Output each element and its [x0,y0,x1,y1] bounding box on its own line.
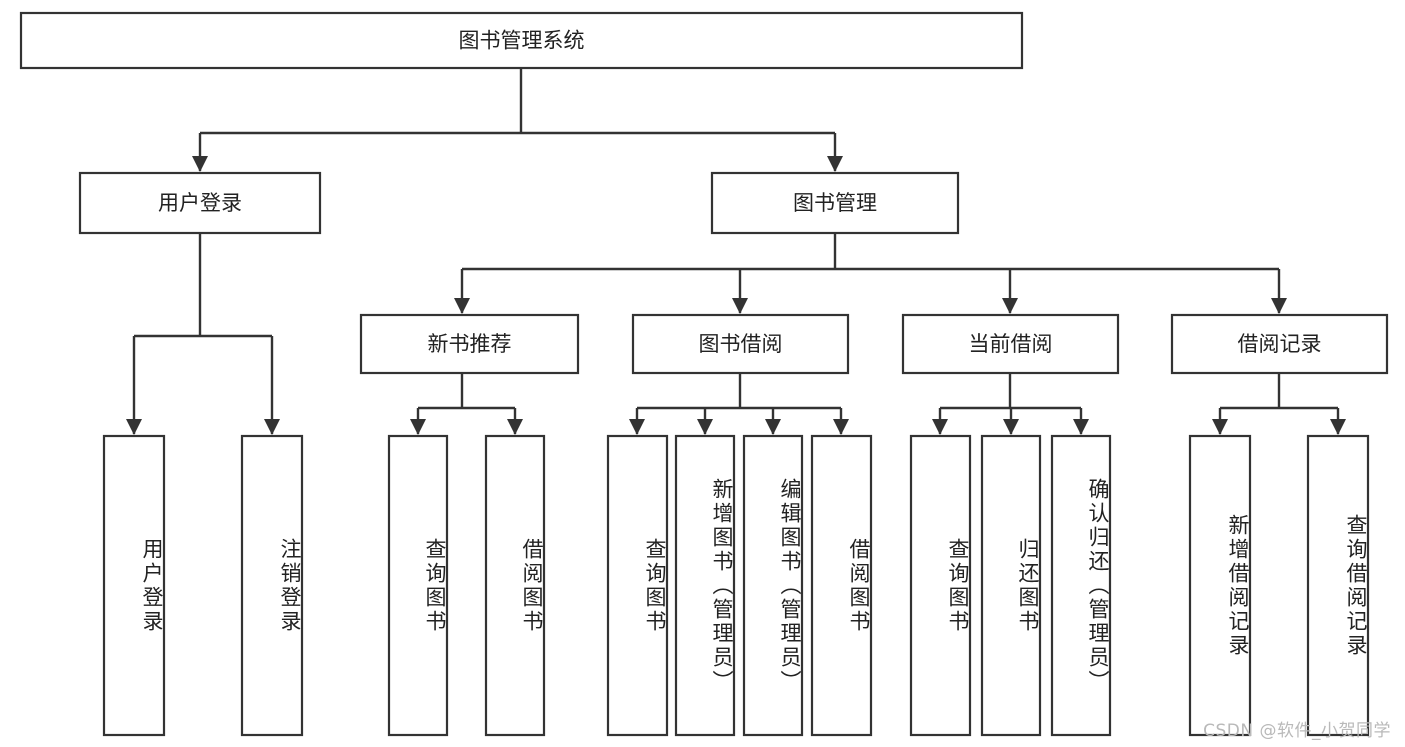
arrow-head-record_to_leaves-0 [1212,419,1228,435]
node-leaf-box-3[interactable] [484,434,546,737]
node-level2-label-1: 图书借阅 [699,332,783,356]
node-leaf-box-5[interactable] [674,434,736,737]
node-leaf-box-8[interactable] [909,434,972,737]
connector-layer [126,68,1346,435]
arrow-head-books_to_level2-2 [1002,298,1018,314]
arrow-head-login_to_leaves-0 [126,419,142,435]
node-leaf-box-2[interactable] [387,434,449,737]
arrow-head-login_to_leaves-1 [264,419,280,435]
watermark-text: CSDN @软件_小贺同学 [1203,721,1391,741]
arrow-head-current_to_leaves-0 [932,419,948,435]
node-level2-label-0: 新书推荐 [428,332,512,356]
arrow-head-newbook_to_leaves-1 [507,419,523,435]
node-level2-box-2[interactable] [901,313,1120,375]
arrow-head-current_to_leaves-1 [1003,419,1019,435]
arrow-head-newbook_to_leaves-0 [410,419,426,435]
node-leaf-box-6[interactable] [742,434,804,737]
arrow-head-root_to_level1-0 [192,156,208,172]
node-leaf-box-9[interactable] [980,434,1042,737]
node-level2-box-3[interactable] [1170,313,1389,375]
arrow-head-books_to_level2-0 [454,298,470,314]
node-box-layer [19,11,1389,737]
arrow-head-borrow_to_leaves-2 [765,419,781,435]
node-level1-label-0: 用户登录 [158,191,242,215]
arrow-head-borrow_to_leaves-0 [629,419,645,435]
node-leaf-box-11[interactable] [1188,434,1252,737]
arrow-head-root_to_level1-1 [827,156,843,172]
node-leaf-box-0[interactable] [102,434,166,737]
node-level1-box-1[interactable] [710,171,960,235]
node-level1-box-0[interactable] [78,171,322,235]
arrow-head-borrow_to_leaves-3 [833,419,849,435]
node-leaf-box-4[interactable] [606,434,669,737]
node-level2-box-1[interactable] [631,313,850,375]
arrow-head-borrow_to_leaves-1 [697,419,713,435]
arrow-head-books_to_level2-1 [732,298,748,314]
node-leaf-box-12[interactable] [1306,434,1370,737]
node-leaf-box-1[interactable] [240,434,304,737]
node-leaf-box-7[interactable] [810,434,873,737]
node-level2-label-2: 当前借阅 [969,332,1053,356]
node-level2-box-0[interactable] [359,313,580,375]
node-level2-label-3: 借阅记录 [1238,332,1322,356]
node-leaf-box-10[interactable] [1050,434,1112,737]
node-level1-label-1: 图书管理 [793,191,877,215]
arrow-head-books_to_level2-3 [1271,298,1287,314]
node-root-label: 图书管理系统 [459,29,585,53]
arrow-head-record_to_leaves-1 [1330,419,1346,435]
node-root-box[interactable] [19,11,1024,70]
arrow-head-current_to_leaves-2 [1073,419,1089,435]
